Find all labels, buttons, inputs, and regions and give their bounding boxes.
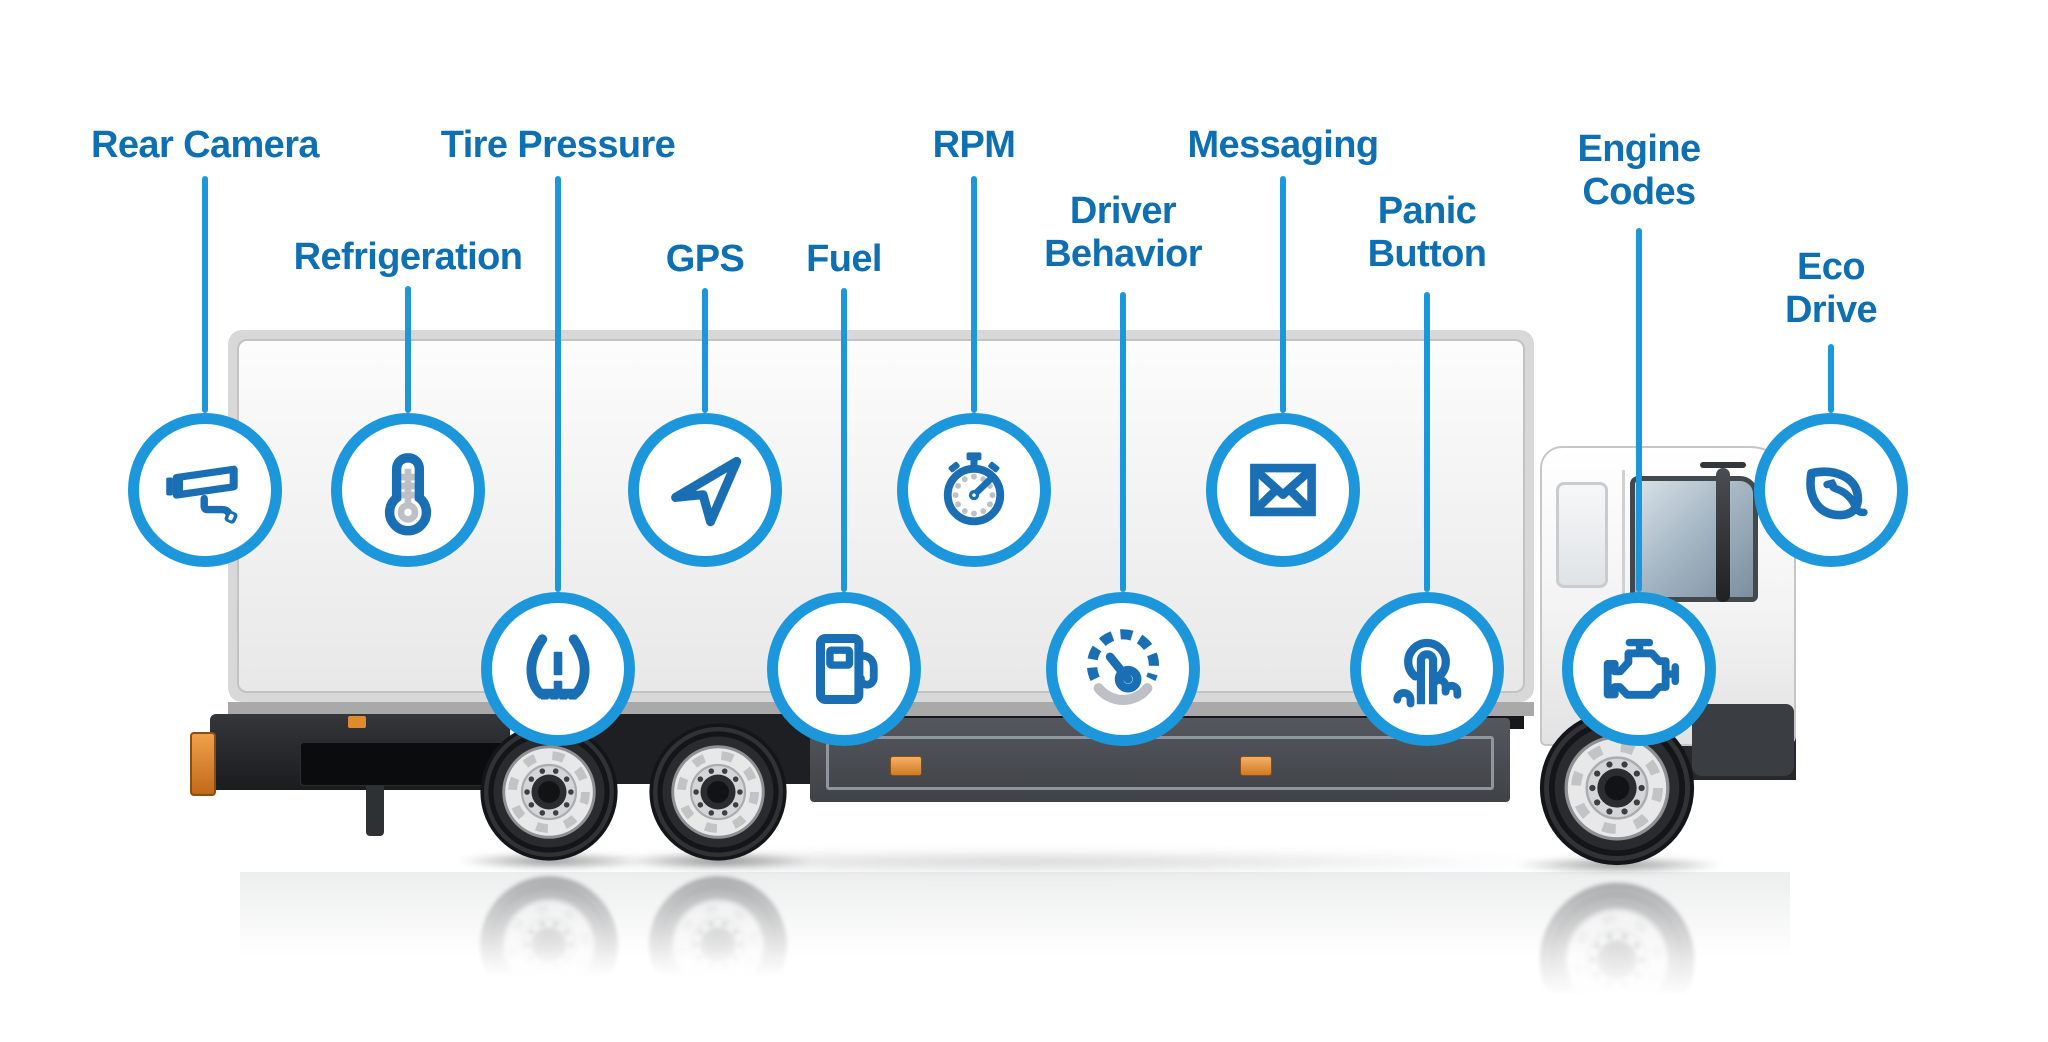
- feature-circle: [1206, 413, 1360, 567]
- wheel-reflection: [645, 872, 791, 1018]
- side-mirror: [1716, 468, 1730, 602]
- side-marker-light: [890, 756, 922, 776]
- connector-line: [1828, 344, 1834, 413]
- feature-circle: [767, 592, 921, 746]
- feature-label: Engine Codes: [1577, 128, 1701, 213]
- cctv-camera-icon: [166, 465, 238, 524]
- feature-circle: [1350, 592, 1504, 746]
- feature-label: Fuel: [806, 238, 882, 280]
- connector-line: [702, 288, 708, 413]
- wheel-shadow: [625, 852, 815, 870]
- side-marker-light: [1240, 756, 1272, 776]
- fuel-pump-icon: [815, 633, 878, 705]
- navigation-arrow-icon: [671, 456, 742, 527]
- feature-label: Rear Camera: [91, 124, 319, 166]
- connector-line: [1280, 176, 1286, 413]
- wheel-reflection: [1535, 878, 1699, 1042]
- connector-line: [555, 176, 561, 592]
- feature-circle: [331, 413, 485, 567]
- feature-label: RPM: [932, 124, 1016, 166]
- side-skirt-frame: [826, 736, 1494, 790]
- cab-door-seam: [1622, 470, 1625, 700]
- feature-label: Refrigeration: [293, 236, 523, 278]
- tire-pressure-warning-icon: [526, 634, 590, 700]
- wheel-reflection: [476, 872, 622, 1018]
- feature-label: Panic Button: [1367, 190, 1487, 275]
- feature-circle: [1562, 592, 1716, 746]
- feature-label: Eco Drive: [1784, 246, 1878, 331]
- stopwatch-icon: [943, 452, 1005, 526]
- leaf-icon: [1806, 467, 1868, 520]
- cab-door-window: [1630, 476, 1758, 602]
- feature-circle: [1046, 592, 1200, 746]
- connector-line: [405, 286, 411, 413]
- tail-lamp: [190, 732, 216, 796]
- thermometer-icon: [384, 453, 432, 536]
- speedometer-icon: [1086, 629, 1160, 705]
- feature-circle: [897, 413, 1051, 567]
- cab-rear-window: [1556, 482, 1608, 588]
- connector-line: [841, 288, 847, 592]
- feature-label: GPS: [665, 238, 745, 280]
- connector-line: [1120, 292, 1126, 592]
- tap-gesture-icon: [1393, 638, 1462, 708]
- connector-line: [1636, 228, 1642, 592]
- connector-line: [202, 176, 208, 413]
- feature-label: Messaging: [1187, 124, 1380, 166]
- feature-label: Driver Behavior: [1044, 190, 1202, 275]
- side-marker-light: [348, 716, 366, 728]
- wheel-shadow: [456, 852, 646, 870]
- mirror-arm: [1700, 462, 1746, 468]
- connector-line: [1424, 292, 1430, 592]
- feature-circle: [481, 592, 635, 746]
- rear-wheel: [645, 719, 791, 865]
- feature-circle: [128, 413, 282, 567]
- feature-label: Tire Pressure: [440, 124, 676, 166]
- feature-circle: [628, 413, 782, 567]
- cab-fender: [1692, 704, 1794, 776]
- connector-line: [971, 176, 977, 413]
- engine-icon: [1603, 638, 1679, 699]
- envelope-icon: [1250, 463, 1316, 517]
- feature-circle: [1754, 413, 1908, 567]
